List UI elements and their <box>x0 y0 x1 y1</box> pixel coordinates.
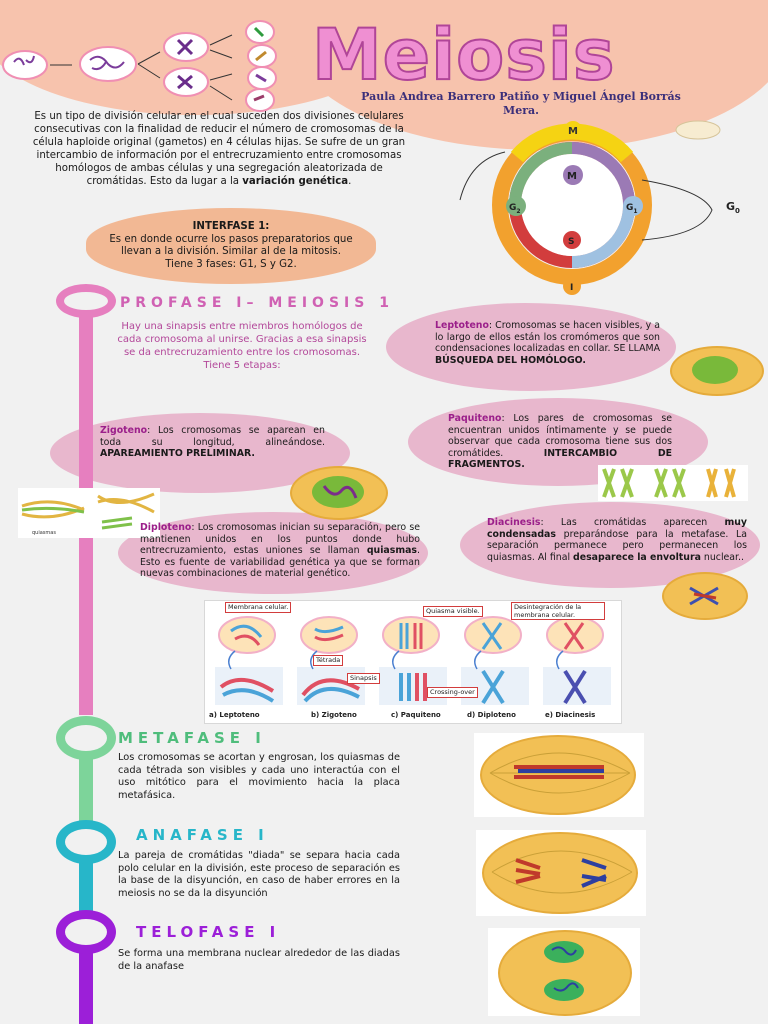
intro-end: . <box>348 176 352 187</box>
caption-leptoteno: a) Leptoteno <box>209 711 260 719</box>
anafase-text: La pareja de cromátidas "diada" se separ… <box>118 850 400 899</box>
caption-zigoteno: b) Zigoteno <box>311 711 357 719</box>
svg-text:G0: G0 <box>726 200 740 215</box>
cycle-i: I <box>570 283 573 293</box>
anafase-cell-image <box>476 830 646 916</box>
timeline-teal <box>79 848 93 918</box>
profase-intro: Hay una sinapsis entre miembros homólogo… <box>117 321 367 371</box>
cycle-m-outer: M <box>568 126 578 137</box>
metafase-cell-image <box>474 733 644 817</box>
diploteno-bubble <box>118 512 428 594</box>
timeline-node-anafase <box>56 820 116 864</box>
cycle-g2: G <box>509 203 516 213</box>
interfase-heading: INTERFASE 1: <box>192 221 270 232</box>
cycle-g1-sub: 1 <box>633 208 637 215</box>
cell-cycle-diagram: M M G2 G1 S I G0 <box>459 120 740 295</box>
interfase-bubble: INTERFASE 1: Es en donde ocurre los paso… <box>86 208 376 284</box>
callout-quiasma: Quiasma visible. <box>423 606 483 617</box>
diacinesis-bold1: muy condensadas <box>487 517 747 540</box>
timeline-node-profase <box>56 284 116 318</box>
zigoteno-body: : Los cromosomas se aparean en toda su l… <box>100 425 325 448</box>
interfase-text: Es en donde ocurre los pasos preparatori… <box>109 233 353 270</box>
authors: Paula Andrea Barrero Patiño y Miguel Áng… <box>361 90 681 117</box>
intro-bold: variación genética <box>242 176 349 187</box>
paquiteno-text: Paquiteno: Los pares de cromosomas se en… <box>448 413 672 471</box>
caption-diploteno: d) Diploteno <box>467 711 516 719</box>
telofase-title: TELOFASE I <box>136 923 281 941</box>
zigoteno-cell-image <box>290 466 388 520</box>
diploteno-bold: quiasmas <box>366 545 418 557</box>
diploteno-end: . Esto es fuente de variabilidad genétic… <box>140 545 420 580</box>
svg-text:G2: G2 <box>509 203 521 215</box>
timeline-purple <box>79 940 93 1024</box>
diploteno-text: Diploteno: Los cromosomas inician su sep… <box>140 522 420 580</box>
leptoteno-bubble <box>386 303 676 391</box>
timeline-node-metafase <box>56 716 116 760</box>
cycle-g0-sub: 0 <box>735 207 740 215</box>
diacinesis-cell-image <box>662 572 748 620</box>
paquiteno-chromosomes-image <box>598 465 748 501</box>
quiasma-illustration: quiasmas <box>18 488 160 538</box>
paquiteno-body: : Los pares de cromosomas se encuentran … <box>448 413 672 459</box>
zigoteno-text: Zigoteno: Los cromosomas se aparean en t… <box>100 425 325 460</box>
zigoteno-bold: APAREAMIENTO PRELIMINAR. <box>100 448 255 460</box>
caption-paquiteno: c) Paquiteno <box>391 711 441 719</box>
caption-diacinesis: e) Diacinesis <box>545 711 596 719</box>
leptoteno-cell-image <box>670 346 764 396</box>
cycle-g2-sub: 2 <box>516 208 520 215</box>
callout-membrana: Membrana celular. <box>225 602 292 613</box>
leptoteno-bold: BÚSQUEDA DEL HOMÓLOGO. <box>435 354 586 366</box>
timeline-node-telofase <box>56 910 116 954</box>
callout-crossing: Crossing-over <box>427 687 478 698</box>
diacinesis-body2: preparándose para la metafase. La separa… <box>487 528 747 563</box>
cell-division-illustration <box>2 20 277 112</box>
telofase-text: Se forma una membrana nuclear alrededor … <box>118 948 400 972</box>
leptoteno-text: Leptoteno: Cromosomas se hacen visibles,… <box>435 320 660 366</box>
diacinesis-body3: nuclear.. <box>700 551 745 563</box>
diacinesis-body1: : Las cromátidas aparecen <box>540 517 725 528</box>
intro-text: Es un tipo de división celular en el cua… <box>32 111 406 187</box>
metafase-title: METAFASE I <box>118 729 266 747</box>
page-title: Meiosis <box>311 13 616 97</box>
diploteno-body: : Los cromosomas inician su separación, … <box>140 522 420 557</box>
diacinesis-bold2: desaparece la envoltura <box>573 551 701 563</box>
diploteno-label: Diploteno <box>140 522 192 533</box>
paquiteno-label: Paquiteno <box>448 413 502 424</box>
diacinesis-text: Diacinesis: Las cromátidas aparecen muy … <box>487 517 747 563</box>
callout-desintegracion: Desintegración de la membrana celular. <box>511 602 605 620</box>
profase-title: PROFASE I– MEIOSIS 1 <box>120 295 394 311</box>
cycle-g0: G <box>726 200 735 213</box>
telofase-cell-image <box>488 928 640 1016</box>
leptoteno-label: Leptoteno <box>435 320 489 331</box>
cycle-m-inner: M <box>567 171 577 182</box>
svg-text:G1: G1 <box>626 203 638 215</box>
profase-stages-diagram: Membrana celular. Quiasma visible. Desin… <box>204 600 622 724</box>
leptoteno-body: : Cromosomas se hacen visibles, y a lo l… <box>435 320 660 355</box>
cycle-s: S <box>568 237 574 247</box>
cycle-g1: G <box>626 203 633 213</box>
callout-sinapsis: Sinapsis <box>347 673 380 684</box>
intro-paragraph: Es un tipo de división celular en el cua… <box>30 110 408 188</box>
metafase-text: Los cromosomas se acortan y engrosan, lo… <box>118 752 400 801</box>
quiasma-label: quiasmas <box>32 530 56 536</box>
paquiteno-bold: INTERCAMBIO DE FRAGMENTOS. <box>448 447 673 471</box>
zigoteno-label: Zigoteno <box>100 425 148 436</box>
callout-tetrada: Tétrada <box>313 655 344 666</box>
anafase-title: ANAFASE I <box>136 826 269 844</box>
diacinesis-label: Diacinesis <box>487 517 541 528</box>
timeline-green <box>79 740 93 825</box>
